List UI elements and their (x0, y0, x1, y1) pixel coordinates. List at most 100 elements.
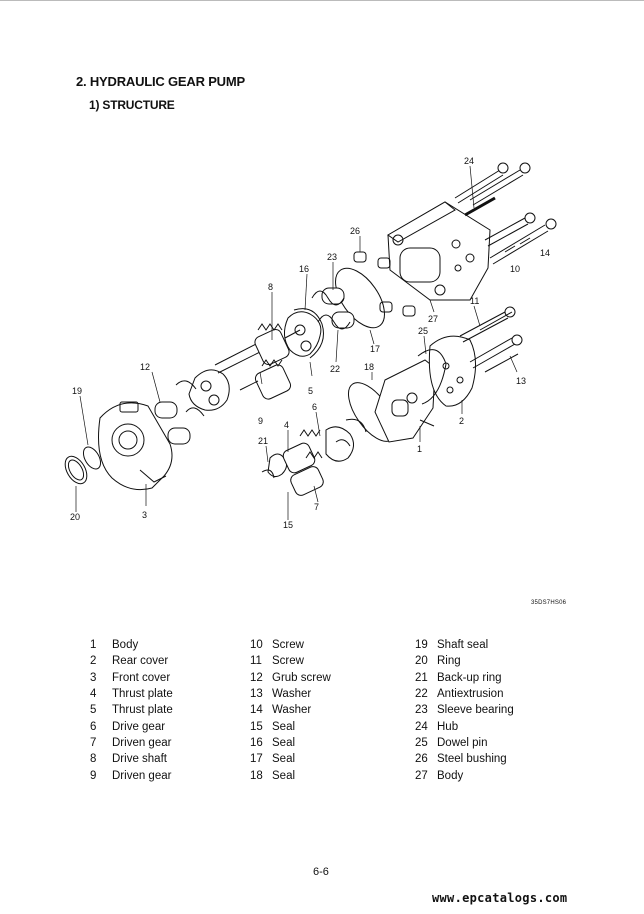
bushings-26 (353, 251, 416, 317)
legend-number: 18 (250, 769, 263, 782)
legend-label: Front cover (112, 671, 171, 684)
callout-14: 14 (540, 248, 550, 258)
callout-10: 10 (510, 264, 520, 274)
legend-label: Shaft seal (437, 639, 489, 652)
callout-16: 16 (299, 264, 309, 274)
legend-label: Ring (437, 655, 461, 668)
legend-label: Grub screw (272, 671, 331, 684)
legend-label: Drive shaft (112, 753, 167, 766)
legend-number: 4 (90, 688, 97, 701)
legend-number: 9 (90, 769, 97, 782)
sleeve-bearings-23-22 (311, 287, 355, 330)
legend-row: 12 Grub screw (250, 670, 415, 686)
legend-label: Seal (272, 720, 296, 733)
callout-13: 13 (516, 376, 526, 386)
legend-label: Back-up ring (437, 671, 502, 684)
legend-number: 24 (415, 720, 428, 733)
shaft-seal-19-ring-20 (64, 446, 102, 485)
legend-number: 20 (415, 655, 428, 668)
legend-label: Thrust plate (112, 688, 173, 701)
legend-number: 21 (415, 671, 428, 684)
legend-row: 19 Shaft seal (415, 637, 560, 653)
legend-label: Driven gear (112, 769, 172, 782)
legend-row: 13 Washer (250, 686, 415, 702)
legend-row: 15 Seal (250, 718, 415, 734)
page-number: 6-6 (313, 866, 329, 878)
legend-number: 27 (415, 769, 428, 782)
figure-code: 35DS7HS06 (531, 600, 567, 606)
legend-row: 27 Body (415, 767, 560, 783)
legend-label: Hub (437, 720, 459, 733)
legend-number: 17 (250, 753, 263, 766)
sub-title: 1) STRUCTURE (89, 98, 175, 112)
front-cover-3 (98, 401, 173, 491)
legend-label: Screw (272, 655, 304, 668)
callout-18: 18 (364, 362, 374, 372)
legend-row: 3 Front cover (90, 670, 250, 686)
thrust-plate-4 (188, 369, 230, 411)
legend-label: Body (437, 769, 464, 782)
legend-number: 13 (250, 688, 263, 701)
legend-row: 6 Drive gear (90, 718, 250, 734)
legend-number: 1 (90, 639, 97, 652)
callout-15: 15 (283, 520, 293, 530)
driven-gear-9 (239, 359, 292, 400)
callout-17: 17 (370, 344, 380, 354)
legend-label: Drive gear (112, 720, 166, 733)
callout-1: 1 (417, 444, 422, 454)
callout-19: 19 (72, 386, 82, 396)
callout-3: 3 (142, 510, 147, 520)
legend-number: 6 (90, 720, 97, 733)
callout-5: 5 (308, 386, 313, 396)
leader-lines (75, 165, 518, 520)
legend-label: Body (112, 639, 139, 652)
legend-row: 8 Drive shaft (90, 751, 250, 767)
legend-label: Rear cover (112, 655, 169, 668)
screws-10-14 (484, 212, 557, 265)
legend-number: 15 (250, 720, 263, 733)
legend-number: 23 (415, 704, 428, 717)
legend-row: 4 Thrust plate (90, 686, 250, 702)
callout-21: 21 (258, 436, 268, 446)
callout-9: 9 (258, 416, 263, 426)
legend-number: 25 (415, 736, 428, 749)
legend-label: Antiextrusion (437, 688, 504, 701)
legend-label: Seal (272, 736, 296, 749)
legend-number: 14 (250, 704, 263, 717)
legend-row: 20 Ring (415, 653, 560, 669)
legend-number: 3 (90, 671, 97, 684)
rear-cover-2 (417, 306, 523, 407)
legend-label: Driven gear (112, 736, 172, 749)
lower-gear-set (261, 418, 367, 496)
legend-number: 8 (90, 753, 97, 766)
callout-2: 2 (459, 416, 464, 426)
legend-number: 11 (250, 655, 262, 668)
callout-6: 6 (312, 402, 317, 412)
legend-number: 19 (415, 639, 428, 652)
legend-label: Washer (272, 688, 312, 701)
drive-shaft-8 (214, 323, 301, 374)
legend-row: 21 Back-up ring (415, 670, 560, 686)
legend-row: 1 Body (90, 637, 250, 653)
callout-23: 23 (327, 252, 337, 262)
legend-row: 11 Screw (250, 653, 415, 669)
callout-11: 11 (470, 296, 479, 306)
callout-20: 20 (70, 512, 80, 522)
seal-16 (293, 308, 324, 359)
legend-number: 12 (250, 671, 263, 684)
legend-number: 26 (415, 753, 428, 766)
legend-row: 24 Hub (415, 718, 560, 734)
legend-label: Screw (272, 639, 304, 652)
